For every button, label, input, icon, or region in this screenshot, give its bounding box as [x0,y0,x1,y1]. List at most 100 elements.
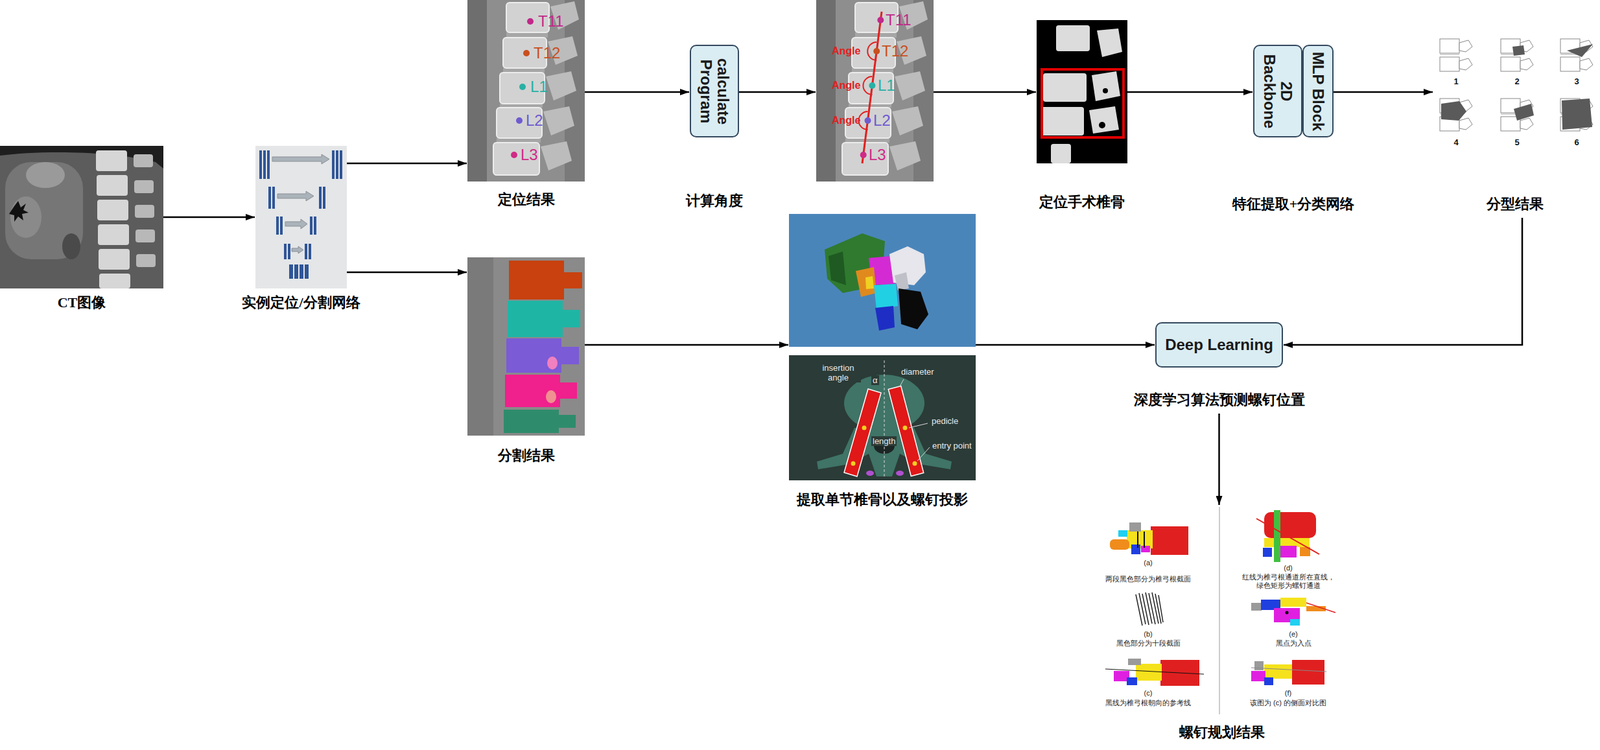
screw-plan-art [1141,545,1151,553]
ct-scan-image [9,200,29,222]
caption-text: 实例定位/分割网络 [241,294,360,312]
localization-image: T11T12L1L2L3定位结果 [467,0,585,182]
process-box: MLP Block [1302,44,1334,138]
ct-scan-image [0,145,164,289]
vertebra-label: T12 [533,44,561,62]
classification-art [1500,98,1534,131]
screw-projection-art [851,461,856,467]
callout-label: pedicle [930,416,960,426]
segmentation-art [507,300,581,338]
segmentation-art [506,338,579,373]
sub-caption: (a) [1143,558,1153,568]
screw-plan-art [1262,547,1272,557]
network-icon-art [308,243,312,260]
angle-label: Angle [831,79,861,92]
screw-projection-art [862,425,867,431]
ct-scan-image [97,199,129,221]
mask-art [1098,121,1106,129]
network-icon-art [313,216,317,235]
angle-image: T11AngleT12AngleL1AngleL2L3 [816,0,934,182]
callout-number: 1 [1453,76,1459,87]
vertebra-label: T11 [885,11,912,29]
screw-plan-art [1273,510,1281,563]
caption-text: 定位手术椎骨 [1039,193,1125,211]
segmentation-art [545,390,557,404]
sub-caption: (f) [1284,689,1292,698]
screw-plan-art [1109,539,1130,550]
mask-art [1089,106,1119,134]
screw-plan-art [1150,526,1189,555]
screw-plan-art [1129,522,1142,532]
classification-panel: 123456分型结果 [1433,32,1597,150]
callout-number: 5 [1514,137,1519,148]
arrow-connector [163,216,255,219]
callout-label: α [871,375,880,386]
screw-plan-art [1105,506,1336,715]
caption-text: 分型结果 [1486,195,1544,213]
mask-art [1036,20,1128,164]
screw-projection-art [903,425,908,431]
caption-text: 计算角度 [685,192,743,210]
arrow-connector [933,91,1036,94]
network-icon-art [268,186,271,209]
box-label: Deep Learning [1164,336,1274,354]
localization-art [467,0,585,182]
arrow-connector [584,91,690,94]
sub-caption: (c) [1144,689,1153,698]
ct-scan-image [98,248,130,270]
ct-scan-image [95,150,128,172]
screw-plan-art [1264,664,1294,679]
ct-scan-image [96,175,128,196]
screw-projection-art [844,388,882,477]
angle-label: Angle [831,114,861,127]
classification-art [1560,98,1593,131]
classification-art [1439,38,1473,72]
angle-art [860,151,867,159]
localization-art [527,18,534,25]
ct-scan-image [135,229,155,243]
network-icon-art [263,150,266,179]
vertebra-label: L3 [868,146,887,164]
network-icon: 实例定位/分割网络 [255,145,347,289]
caption-text: 螺钉规划结果 [1179,724,1265,742]
screw-plan-art [1285,611,1289,615]
callout-label: length [871,436,897,447]
angle-art [816,0,934,182]
screw-projection-art [788,355,976,481]
screw-plan-art [1254,661,1264,671]
network-icon-art [331,150,335,179]
screw-plan-art [1264,538,1310,548]
sub-caption: (b) [1143,630,1153,639]
vertebra-label: T12 [881,42,909,60]
screw-projection-art [895,470,904,476]
screw-projection-art [912,461,918,467]
callout-label: diameter [899,366,936,377]
ct-scan-image [136,254,156,268]
screw-projection-art [884,360,885,477]
vertebra-3d-art [788,213,976,347]
localization-art [523,49,530,57]
mask-art [1036,20,1128,164]
screw-plan-art [1290,619,1300,626]
arrow-connector [1333,91,1433,94]
sub-caption: 黑点为入点 [1275,639,1312,648]
network-icon-art [299,264,304,279]
ct-scan-image [134,180,154,194]
segmentation-art [508,260,583,300]
callout-number: 4 [1453,137,1459,148]
vertebra-label: L1 [877,77,896,95]
vertebra-3d-art [788,213,976,347]
mask-art [1043,73,1087,102]
callout-label: entry point [930,440,974,451]
vertebra-3d-art [865,276,874,290]
network-icon-art [255,145,347,289]
screw-plan-art [1135,663,1162,681]
screw-plan-art [1264,677,1274,686]
network-icon-art [277,191,314,201]
ct-image: CT图像 [0,145,164,289]
angle-art [864,117,872,124]
ct-scan-image [133,154,153,168]
arrow-connector [975,344,1155,347]
